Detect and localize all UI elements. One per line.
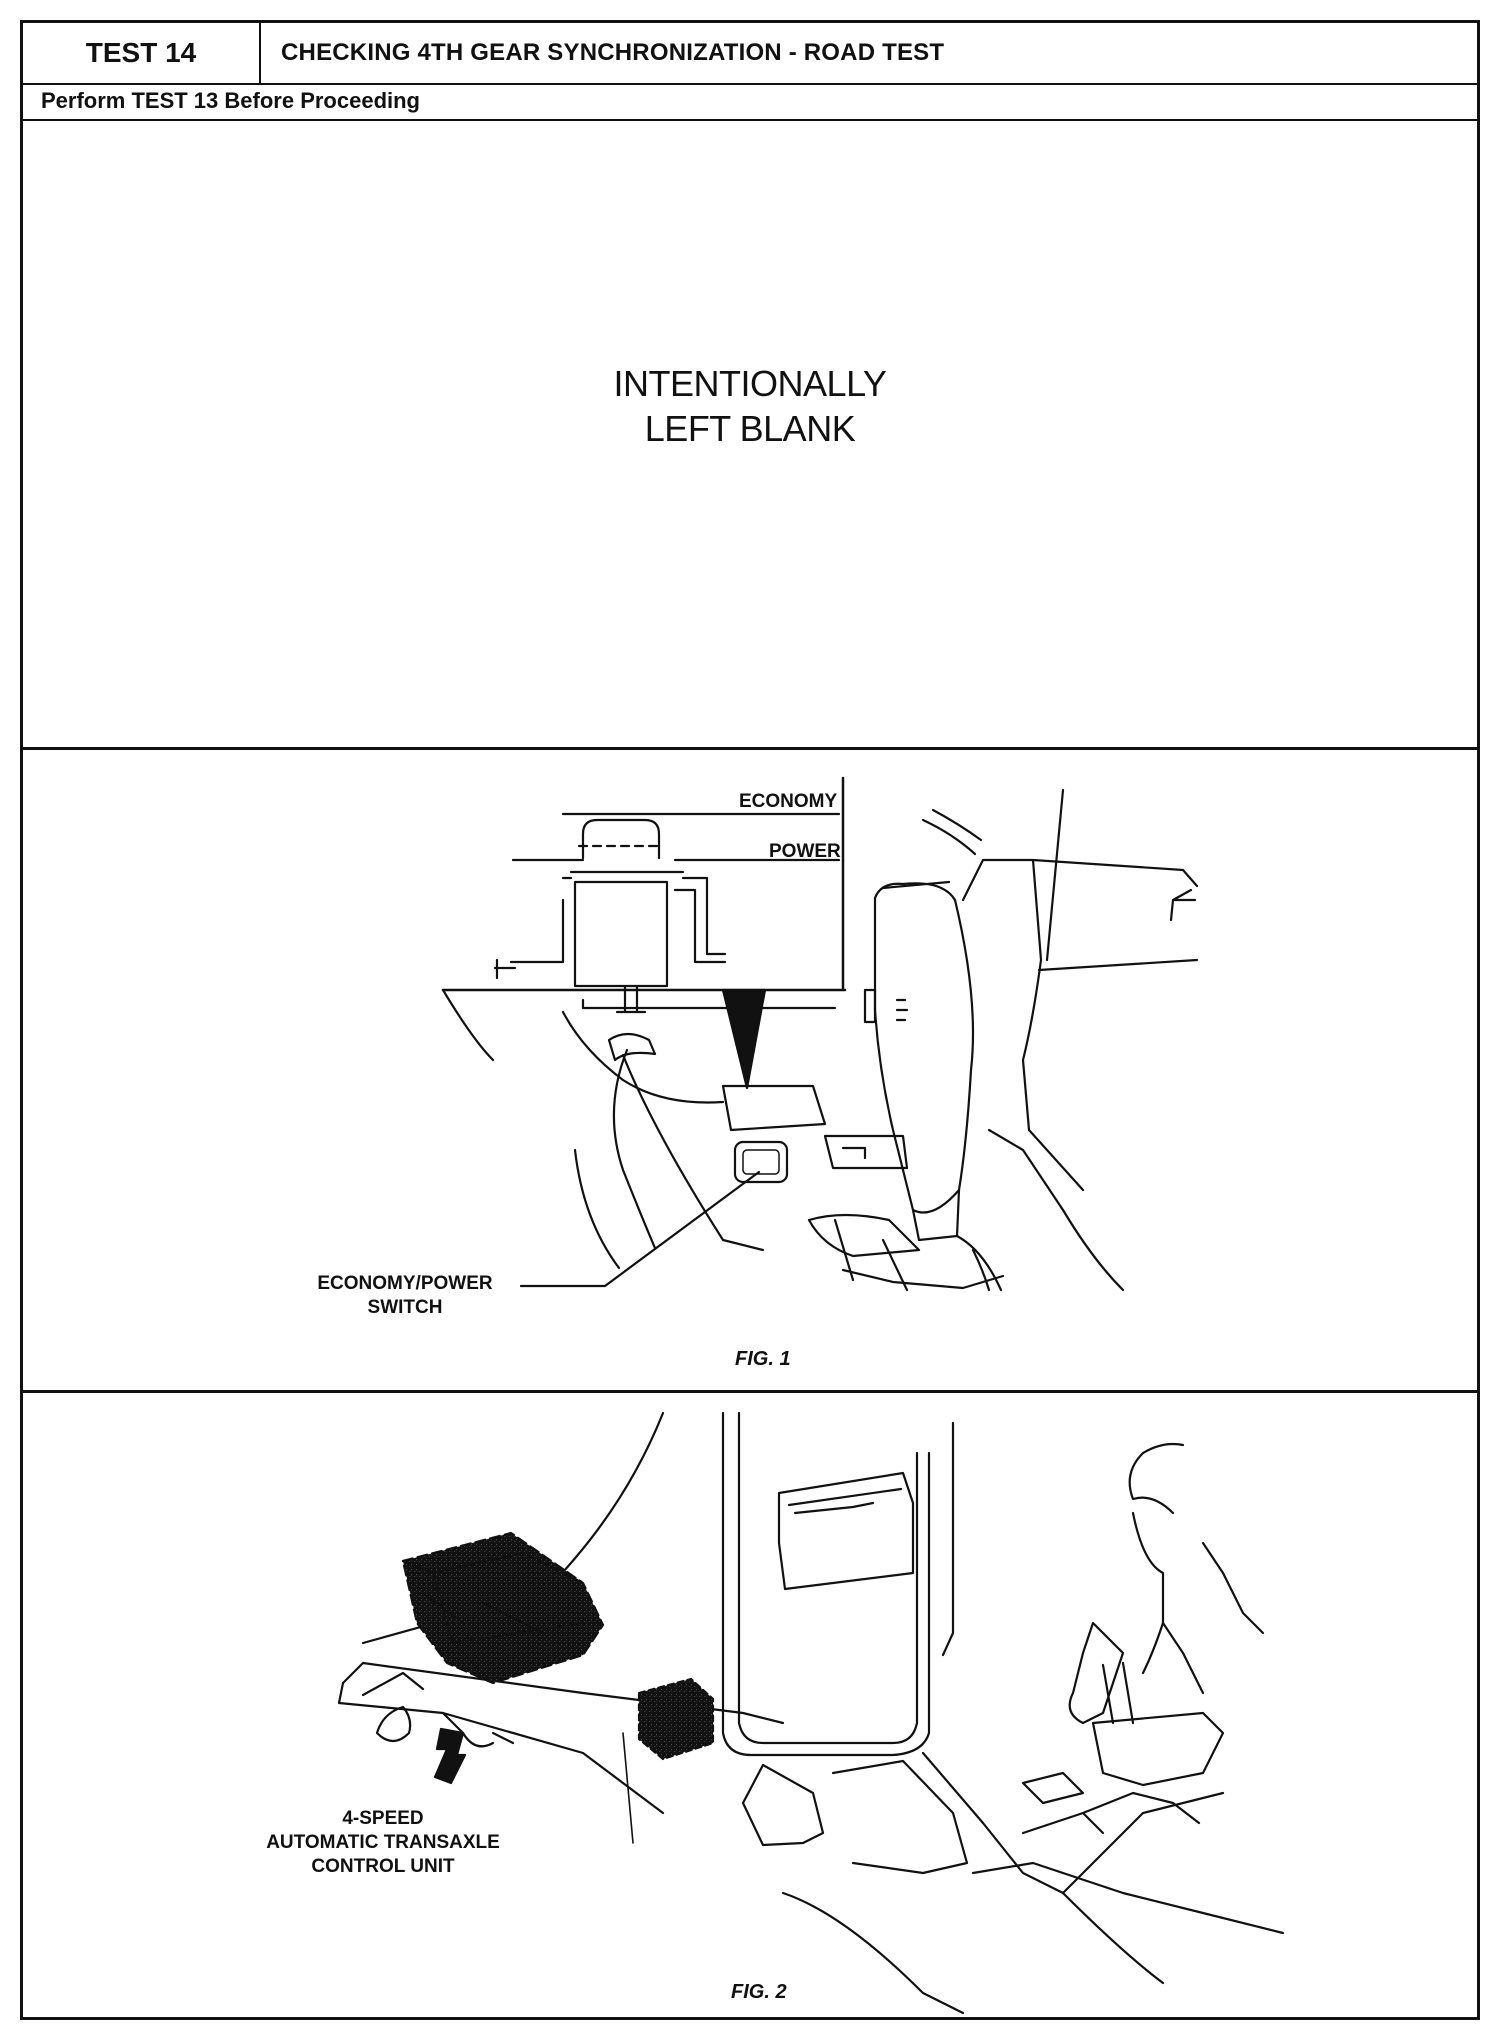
economy-power-switch-label: ECONOMY/POWER SWITCH	[285, 1272, 525, 1320]
blank-line-2: LEFT BLANK	[644, 408, 856, 449]
figure-1-panel: ECONOMY POWER ECONOMY/POWER SWITCH FIG. …	[23, 750, 1477, 1393]
figure-1-illustration	[441, 776, 1199, 1292]
control-unit-label-line-3: CONTROL UNIT	[311, 1856, 455, 1877]
prerequisite-text: Perform TEST 13 Before Proceeding	[41, 88, 420, 113]
figure-2-caption: FIG. 2	[731, 1981, 787, 2003]
test-number: TEST 14	[23, 23, 261, 83]
test-title: CHECKING 4TH GEAR SYNCHRONIZATION - ROAD…	[281, 39, 945, 66]
control-unit-label: 4-SPEED AUTOMATIC TRANSAXLE CONTROL UNIT	[233, 1807, 533, 1879]
blank-panel: INTENTIONALLY LEFT BLANK	[23, 119, 1477, 750]
prerequisite-row: Perform TEST 13 Before Proceeding	[23, 85, 1477, 121]
blank-panel-text: INTENTIONALLY LEFT BLANK	[23, 361, 1477, 451]
blank-line-1: INTENTIONALLY	[613, 363, 887, 404]
power-label: POWER	[769, 841, 841, 862]
document-page: TEST 14 CHECKING 4TH GEAR SYNCHRONIZATIO…	[20, 20, 1480, 2020]
control-unit-label-line-2: AUTOMATIC TRANSAXLE	[266, 1832, 500, 1853]
control-unit-label-line-1: 4-SPEED	[342, 1808, 424, 1829]
figure-2-illustration	[337, 1411, 1285, 2015]
test-header: TEST 14 CHECKING 4TH GEAR SYNCHRONIZATIO…	[23, 23, 1477, 85]
figure-2-panel: 4-SPEED AUTOMATIC TRANSAXLE CONTROL UNIT…	[23, 1393, 1477, 2017]
switch-label-line-1: ECONOMY/POWER	[317, 1273, 493, 1294]
economy-label: ECONOMY	[739, 791, 838, 812]
figure-1-caption: FIG. 1	[735, 1348, 791, 1370]
switch-label-line-2: SWITCH	[367, 1297, 443, 1318]
